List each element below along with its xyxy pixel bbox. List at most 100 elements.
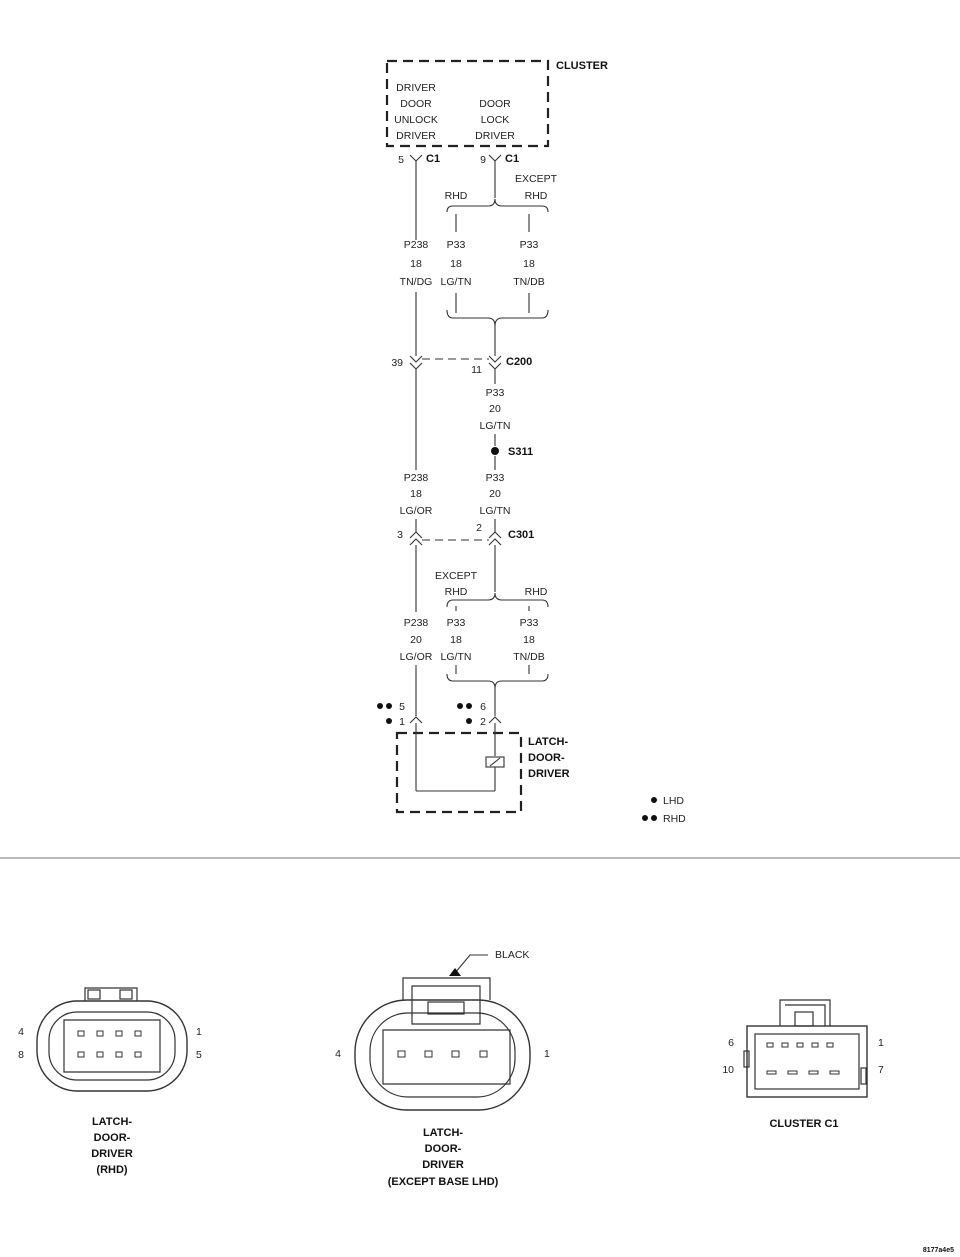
c200-label: C200 xyxy=(506,356,532,368)
c200-pin-11: 11 xyxy=(471,364,482,376)
latch-pin-1: 1 xyxy=(399,716,405,728)
top-branch-except-1: EXCEPT xyxy=(515,173,558,185)
c301-connector: 3 2 C301 xyxy=(397,522,534,546)
wire-p33-bottom-except-color: LG/TN xyxy=(441,651,472,663)
wire-p33-mid2-gauge: 20 xyxy=(489,488,501,500)
latch-title-2: DOOR- xyxy=(528,752,565,764)
except-label-1: LATCH- xyxy=(423,1127,463,1139)
wire-p238-bottom-color: LG/OR xyxy=(400,651,433,663)
c1-view-pin-1: 1 xyxy=(878,1037,884,1049)
c1-connector-unlock: 5 C1 xyxy=(398,153,440,166)
c301-pin-3: 3 xyxy=(397,529,403,541)
wire-p33-bottom-rhd-color: TN/DB xyxy=(513,651,545,663)
lock-driver-line-1: DOOR xyxy=(479,98,511,110)
connector-latch-except-base: BLACK 4 1 LATCH- DOOR- DRIVER (EXCEPT BA… xyxy=(335,949,550,1188)
s311-label: S311 xyxy=(508,446,533,458)
latch-pin-2: 2 xyxy=(480,716,486,728)
connector-cluster-c1: 6 10 1 7 CLUSTER C1 xyxy=(722,999,884,1130)
black-callout: BLACK xyxy=(495,949,529,961)
c1-connector-lock: 9 C1 xyxy=(480,153,519,166)
rhd-pin-5: 5 xyxy=(196,1049,202,1061)
s311-splice: S311 xyxy=(491,446,533,458)
except-pin-1: 1 xyxy=(544,1048,550,1060)
wire-p33-top-rhd-color: LG/TN xyxy=(441,276,472,288)
rhd-label-1: LATCH- xyxy=(92,1116,132,1128)
bottom-branch-except-1: EXCEPT xyxy=(435,570,478,582)
cluster-title: CLUSTER xyxy=(556,60,608,72)
c1-label-right: C1 xyxy=(505,153,519,165)
c1-view-pin-7: 7 xyxy=(878,1064,884,1076)
wire-p238-top-code: P238 xyxy=(404,239,429,251)
rhd-label-3: DRIVER xyxy=(91,1148,133,1160)
black-callout-line xyxy=(454,954,488,974)
c301-label: C301 xyxy=(508,529,534,541)
unlock-driver-line-1: DRIVER xyxy=(396,82,436,94)
except-label-4: (EXCEPT BASE LHD) xyxy=(388,1176,499,1188)
rhd-label-4: (RHD) xyxy=(96,1164,127,1176)
wire-p33-bottom-except-gauge: 18 xyxy=(450,634,462,646)
c1-pin-5: 5 xyxy=(398,154,404,166)
latch-pins-right: 6 2 xyxy=(457,701,502,728)
except-label-2: DOOR- xyxy=(425,1143,462,1155)
c301-pin-2: 2 xyxy=(476,522,482,534)
wire-p33-bottom-rhd-gauge: 18 xyxy=(523,634,535,646)
except-pin-4: 4 xyxy=(335,1048,341,1060)
wire-p238-bottom-gauge: 20 xyxy=(410,634,422,646)
bottom-branch-except-2: RHD xyxy=(445,586,468,598)
wire-p33-top-except-gauge: 18 xyxy=(523,258,535,270)
unlock-driver-line-2: DOOR xyxy=(400,98,432,110)
wire-p33-top-except-color: TN/DB xyxy=(513,276,545,288)
rhd-pin-1: 1 xyxy=(196,1026,202,1038)
legend-rhd: RHD xyxy=(663,813,686,825)
latch-title-3: DRIVER xyxy=(528,768,570,780)
wire-p33-mid-code: P33 xyxy=(486,387,505,399)
top-branch-rhd: RHD xyxy=(445,190,468,202)
wire-p238-top-color: TN/DG xyxy=(400,276,433,288)
wire-p33-top-rhd-code: P33 xyxy=(447,239,466,251)
lock-driver-line-3: DRIVER xyxy=(475,130,515,142)
wire-p238-mid-code: P238 xyxy=(404,472,429,484)
lock-driver-line-2: LOCK xyxy=(481,114,510,126)
wire-p33-top-rhd-gauge: 18 xyxy=(450,258,462,270)
wire-p33-mid2-code: P33 xyxy=(486,472,505,484)
wire-p238-bottom-code: P238 xyxy=(404,617,429,629)
legend: LHD RHD xyxy=(642,795,686,825)
wire-p33-mid-color: LG/TN xyxy=(480,420,511,432)
c200-connector: 39 11 C200 xyxy=(391,355,532,376)
wire-p33-bottom-rhd-code: P33 xyxy=(520,617,539,629)
rhd-label-2: DOOR- xyxy=(94,1132,131,1144)
latch-pins-left: 5 1 xyxy=(377,701,423,728)
wire-p238-mid-color: LG/OR xyxy=(400,505,433,517)
wire-p238-mid-gauge: 18 xyxy=(410,488,422,500)
top-branch-brace xyxy=(446,198,549,213)
connector-latch-rhd: 4 8 1 5 LATCH- DOOR- DRIVER (RHD) xyxy=(18,987,202,1176)
c1-view-pin-10: 10 xyxy=(722,1064,734,1076)
wire-p238-top-gauge: 18 xyxy=(410,258,422,270)
bottom-top-brace xyxy=(446,592,549,608)
latch-pin-5: 5 xyxy=(399,701,405,713)
top-branch-except-2: RHD xyxy=(525,190,548,202)
except-label-3: DRIVER xyxy=(422,1159,464,1171)
wire-p33-top-except-code: P33 xyxy=(520,239,539,251)
unlock-driver-line-3: UNLOCK xyxy=(394,114,438,126)
latch-door-driver-module: LATCH- DOOR- DRIVER xyxy=(395,723,570,814)
cluster-module: CLUSTER DRIVER DOOR UNLOCK DRIVER DOOR L… xyxy=(385,59,608,148)
wire-p33-mid2-color: LG/TN xyxy=(480,505,511,517)
rhd-pin-8: 8 xyxy=(18,1049,24,1061)
c1-label-left: C1 xyxy=(426,153,440,165)
rhd-pin-4: 4 xyxy=(18,1026,24,1038)
figure-id: 8177a4e5 xyxy=(923,1247,954,1254)
latch-pin-6: 6 xyxy=(480,701,486,713)
mid-branch-brace xyxy=(446,309,549,327)
legend-lhd: LHD xyxy=(663,795,684,807)
c1-view-pin-6: 6 xyxy=(728,1037,734,1049)
c200-pin-39: 39 xyxy=(391,357,403,369)
wire-p33-mid-gauge: 20 xyxy=(489,403,501,415)
bottom-lower-brace xyxy=(446,673,549,689)
wire-p33-bottom-except-code: P33 xyxy=(447,617,466,629)
bottom-branch-rhd: RHD xyxy=(525,586,548,598)
unlock-driver-line-4: DRIVER xyxy=(396,130,436,142)
latch-title-1: LATCH- xyxy=(528,736,568,748)
cluster-c1-label: CLUSTER C1 xyxy=(769,1118,838,1130)
